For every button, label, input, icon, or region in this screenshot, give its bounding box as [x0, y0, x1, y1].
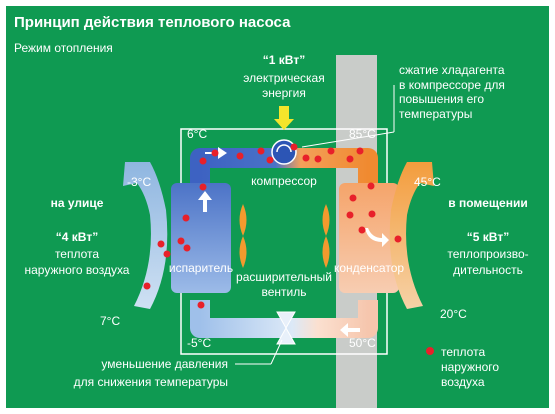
compression-callout-line-2 — [301, 131, 395, 148]
electric-line2: энергия — [262, 86, 306, 100]
diagram-title: Принцип действия теплового насоса — [14, 14, 291, 31]
temp-indoor-top: 45°C — [414, 175, 441, 189]
compressor-icon — [271, 139, 297, 165]
condenser-label: конденсатор — [334, 261, 404, 275]
temp-evap-bottom: -5°C — [187, 336, 211, 350]
indoor-line2: дительность — [453, 263, 523, 277]
fan-right-icon — [322, 204, 330, 268]
compression-note-line2: в компрессоре для — [399, 78, 505, 92]
flow-arrow-up-icon — [198, 191, 212, 212]
evaporator — [171, 183, 231, 293]
temp-indoor-bottom: 20°C — [440, 307, 467, 321]
heat-dots — [143, 143, 402, 309]
pressure-note-line2: для снижения температуры — [74, 375, 228, 389]
electricity-arrow-icon — [274, 106, 294, 130]
flow-arrow-curve-icon — [365, 228, 389, 247]
pressure-note-line1: уменьшение давления — [101, 357, 228, 371]
fan-left-icon — [239, 204, 247, 268]
diagram-panel — [6, 6, 549, 408]
temp-cond-bottom: 50°C — [349, 336, 376, 350]
indoor-line1: теплопроизво- — [447, 247, 528, 261]
compression-note-line1: сжатие хладагента — [399, 63, 505, 77]
electric-line1: электрическая — [243, 71, 324, 85]
legend-line2: наружного — [441, 360, 499, 374]
compressor-label: компрессор — [251, 174, 317, 188]
outdoor-line2: наружного воздуха — [25, 263, 130, 277]
temp-comp-out: 85°C — [349, 127, 376, 141]
legend-line1: теплота — [441, 345, 485, 359]
bottom-pipe — [190, 300, 378, 338]
temp-outdoor-bottom: 7°C — [100, 314, 120, 328]
electric-value: “1 кВт” — [263, 53, 305, 67]
legend-line3: воздуха — [441, 375, 485, 389]
expansion-valve-icon — [276, 311, 296, 345]
indoor-air-arrow — [389, 162, 434, 309]
pressure-callout-line-2 — [270, 339, 283, 365]
temp-outdoor-top: -3°C — [127, 175, 151, 189]
flow-arrow-left-icon — [340, 323, 360, 337]
compression-note-line3: повышения его — [399, 92, 484, 106]
legend-dot — [426, 347, 434, 355]
evaporator-label: испаритель — [169, 261, 233, 275]
diagram-subtitle: Режим отопления — [14, 41, 113, 55]
outdoor-value: “4 кВт” — [56, 230, 98, 244]
outdoor-air-arrow — [123, 162, 168, 309]
compression-note-line4: температуры — [399, 107, 472, 121]
indoor-heading: в помещении — [448, 196, 527, 210]
valve-label-line2: вентиль — [262, 285, 307, 299]
compressor-rotation-icon — [276, 144, 292, 153]
outdoor-line1: теплота — [55, 247, 99, 261]
condenser — [339, 183, 399, 293]
valve-label-line1: расширительный — [236, 270, 332, 284]
temp-evap-in-top: 6°C — [187, 127, 207, 141]
outdoor-heading: на улице — [51, 196, 104, 210]
indoor-value: “5 кВт” — [467, 230, 509, 244]
